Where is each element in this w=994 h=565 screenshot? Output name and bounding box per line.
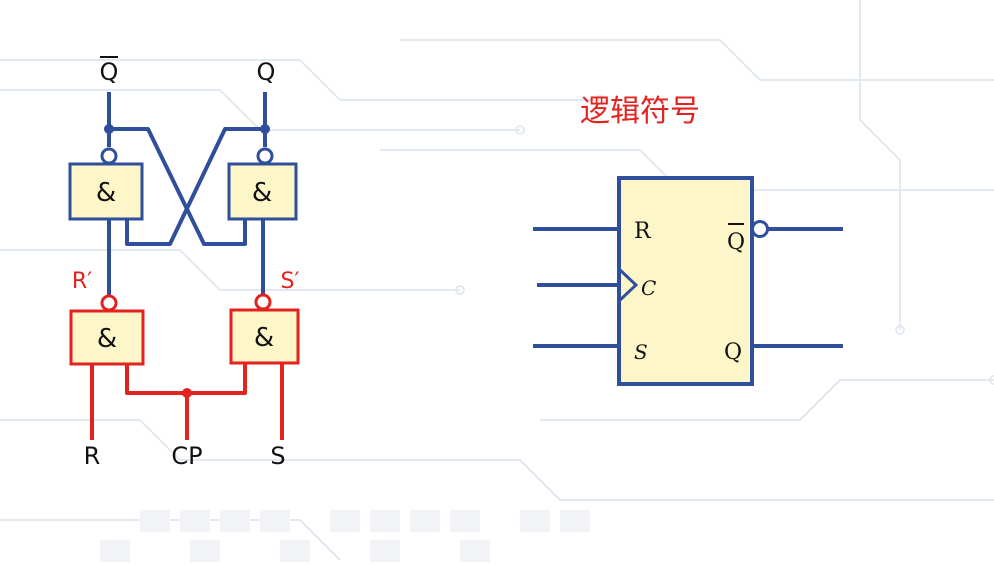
- gate-g3-label: &: [97, 324, 117, 354]
- qbar-inverter-bubble: [751, 220, 769, 238]
- symbol-input-c: C: [641, 276, 656, 300]
- input-cp-label: CP: [171, 442, 202, 470]
- input-s-label: S: [270, 442, 285, 470]
- logic-symbol: 逻辑符号 R C S Q Q: [533, 94, 843, 386]
- symbol-input-r: R: [634, 219, 652, 244]
- gate-g2: &: [227, 162, 298, 221]
- symbol-output-q: Q: [724, 340, 742, 365]
- symbol-pins: [533, 227, 843, 348]
- symbol-output-qbar: Q: [727, 230, 745, 255]
- junction-q: [260, 124, 270, 134]
- logic-symbol-title: 逻辑符号: [580, 94, 700, 129]
- gate-g1: &: [68, 162, 144, 221]
- blue-wires: [107, 92, 267, 297]
- s-prime-label: S′: [281, 269, 300, 294]
- inverter-bubble-g3: [100, 294, 118, 312]
- red-wires: [90, 364, 284, 440]
- output-q-label: Q: [257, 58, 276, 86]
- inverter-bubble-g1: [100, 147, 118, 165]
- background-blocks: [100, 510, 590, 562]
- output-qbar-label: Q: [100, 58, 119, 86]
- junction-qbar: [104, 124, 114, 134]
- gate-g4-label: &: [254, 323, 274, 353]
- junction-cp: [182, 388, 192, 398]
- symbol-box: [617, 176, 754, 386]
- gate-g3: &: [69, 309, 145, 366]
- gate-g1-label: &: [96, 178, 116, 208]
- wire-cross-2: [125, 127, 265, 246]
- wire-cross-1: [109, 127, 247, 246]
- input-r-label: R: [84, 442, 101, 470]
- gate-g2-label: &: [252, 178, 272, 208]
- rs-latch-circuit: & & & & Q Q R′ S′ R CP S: [68, 56, 300, 470]
- symbol-input-s: S: [634, 340, 648, 364]
- clock-triangle-icon: [617, 267, 639, 303]
- gate-g4: &: [229, 308, 300, 365]
- inverter-bubble-g4: [254, 293, 272, 311]
- r-prime-label: R′: [72, 269, 92, 294]
- inverter-bubble-g2: [256, 147, 274, 165]
